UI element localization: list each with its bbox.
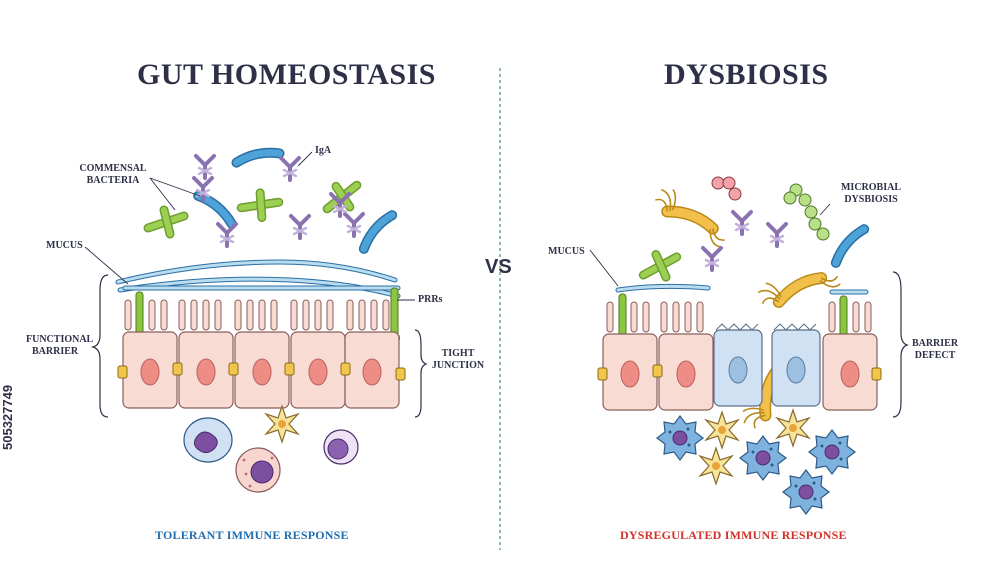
label-tight-line1: TIGHT [441, 348, 475, 359]
label-barrier-defect: BARRIER DEFECT [910, 338, 960, 362]
label-functional-barrier: FUNCTIONAL BARRIER [26, 334, 93, 358]
label-microbial-line2: DYSBIOSIS [844, 194, 898, 205]
left-tight-junctions [117, 362, 406, 381]
right-microvilli [606, 301, 872, 333]
label-functional-line2: BARRIER [32, 346, 79, 357]
label-commensal-bacteria: COMMENSAL BACTERIA [78, 163, 148, 187]
label-tight-junction: TIGHT JUNCTION [430, 348, 486, 372]
label-microbial-line1: MICROBIAL [840, 182, 901, 193]
left-epithelial-cells [122, 331, 400, 409]
title-gut-homeostasis: GUT HOMEOSTASIS [137, 58, 436, 91]
label-functional-line1: FUNCTIONAL [26, 334, 94, 345]
left-leader-lines [84, 151, 415, 301]
footer-dysregulated-immune-response: DYSREGULATED IMMUNE RESPONSE [620, 528, 847, 542]
label-microbial-dysbiosis: MICROBIAL DYSBIOSIS [838, 182, 904, 206]
left-immune-cells [183, 405, 359, 493]
tight-junction-brace [414, 329, 428, 418]
label-barrier-line1: BARRIER [911, 338, 959, 349]
right-leader-lines [589, 203, 831, 287]
label-commensal-line2: BACTERIA [86, 175, 140, 186]
right-mucus-layer [615, 283, 869, 295]
barrier-defect-brace [892, 271, 909, 418]
label-iga: IgA [315, 145, 332, 156]
functional-barrier-brace [90, 274, 109, 418]
vs-label: VS [485, 256, 512, 278]
side-id-text: 505327749 [0, 384, 15, 450]
left-mucus-layer [115, 259, 401, 299]
footer-tolerant-immune-response: TOLERANT IMMUNE RESPONSE [155, 528, 349, 542]
label-commensal-line1: COMMENSAL [79, 163, 147, 174]
title-dysbiosis: DYSBIOSIS [664, 58, 829, 91]
label-mucus-right: MUCUS [548, 246, 585, 257]
label-mucus-left: MUCUS [46, 240, 83, 251]
right-microbes [640, 176, 864, 432]
right-tight-junctions [597, 364, 882, 381]
label-prrs: PRRs [418, 294, 443, 305]
label-tight-line2: JUNCTION [431, 360, 485, 371]
right-immune-cells [656, 409, 856, 515]
label-barrier-line2: DEFECT [914, 350, 956, 361]
right-epithelial-cells [602, 323, 878, 411]
left-microvilli [124, 299, 390, 331]
